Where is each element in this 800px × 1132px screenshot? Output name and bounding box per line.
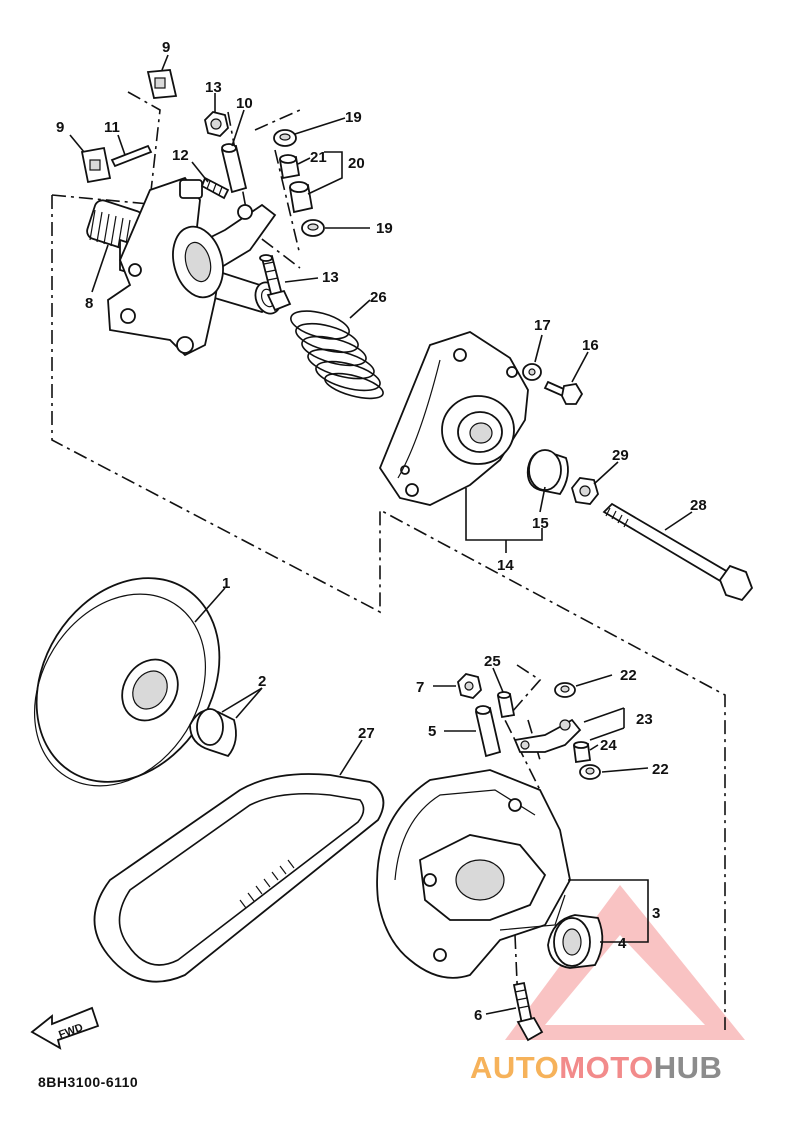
- watermark-triangle-icon: [505, 885, 745, 1040]
- roller-24: [572, 741, 592, 764]
- callout-11: 10: [236, 95, 253, 112]
- callout-16: 15: [532, 515, 549, 532]
- nut-7: [457, 673, 482, 699]
- callout-6: 6: [474, 1007, 482, 1024]
- callout-22-bottom: 22: [652, 761, 669, 778]
- callout-1: 1: [222, 575, 230, 592]
- callout-7: 7: [416, 679, 424, 696]
- weight-slider-left: [80, 146, 112, 184]
- callout-15: 14: [497, 557, 514, 574]
- pin-25: [496, 691, 516, 719]
- callout-14: 13: [205, 79, 222, 96]
- fwd-arrow-icon: FWD: [30, 1006, 100, 1050]
- callout-17: 16: [582, 337, 599, 354]
- callout-19-bottom: 19: [376, 220, 393, 237]
- drive-belt-27: [93, 773, 385, 983]
- callout-21: 21: [310, 149, 327, 166]
- washer-22-top: [554, 682, 576, 698]
- bushing-2: [189, 708, 237, 758]
- callout-26: 26: [370, 289, 387, 306]
- callout-22-top: 22: [620, 667, 637, 684]
- callout-28: 28: [690, 497, 707, 514]
- bolt-13: [259, 254, 292, 312]
- callout-18: 17: [534, 317, 551, 334]
- collar-21: [278, 154, 301, 180]
- pin-10: [110, 144, 153, 168]
- washer-18: [522, 363, 542, 381]
- compression-spring-26: [290, 310, 384, 400]
- callout-13: 13: [322, 269, 339, 286]
- primary-sheave-shaft: [86, 176, 282, 357]
- secondary-clutch-housing: [376, 769, 571, 979]
- washer-22-bottom: [579, 764, 601, 780]
- nut-29: [571, 477, 599, 505]
- callout-2: 2: [258, 673, 266, 690]
- pin-5: [474, 705, 502, 758]
- washer-19-bottom: [301, 219, 325, 237]
- watermark-auto: AUTO: [470, 1050, 560, 1085]
- callout-12: 12: [172, 147, 189, 164]
- callout-25: 25: [484, 653, 501, 670]
- washer-19-top: [273, 129, 297, 147]
- part-code: 8BH3100-6110: [38, 1074, 139, 1090]
- bushing-16: [526, 449, 569, 496]
- callout-10: 11: [104, 119, 120, 136]
- weight-slider-top: [146, 69, 178, 99]
- callout-20: 20: [348, 155, 365, 172]
- watermark-brand: AUTOMOTOHUB: [470, 1050, 722, 1086]
- callout-5: 5: [428, 723, 436, 740]
- callout-23: 23: [636, 711, 653, 728]
- watermark-hub: HUB: [653, 1050, 723, 1085]
- bolt-6: [512, 981, 544, 1042]
- callout-numbers: 9 13 10 9 11 12 19 21 20 19 13 8 26 17 1…: [56, 39, 707, 1024]
- nut-14: [204, 111, 229, 137]
- watermark-moto: MOTO: [559, 1050, 654, 1085]
- screw-12: [200, 176, 230, 200]
- callout-19-top: 19: [345, 109, 362, 126]
- callout-29: 29: [612, 447, 629, 464]
- callout-3: 3: [652, 905, 660, 922]
- rocker-arm-23: [513, 718, 582, 753]
- callout-27: 27: [358, 725, 375, 742]
- pin-11: [220, 143, 248, 194]
- callout-24: 24: [600, 737, 617, 754]
- callout-leader-lines: [69, 54, 693, 1015]
- sheave-disc-1: [33, 577, 221, 787]
- bushing-4: [547, 914, 604, 969]
- callout-9-top: 9: [162, 39, 170, 56]
- sheave-cover-15: [378, 331, 529, 506]
- callout-9-left: 9: [56, 119, 64, 136]
- screw-17: [543, 380, 584, 405]
- long-bolt-28: [602, 502, 754, 602]
- callout-8: 8: [85, 295, 93, 312]
- callout-4: 4: [618, 935, 627, 952]
- collar-20: [288, 181, 314, 214]
